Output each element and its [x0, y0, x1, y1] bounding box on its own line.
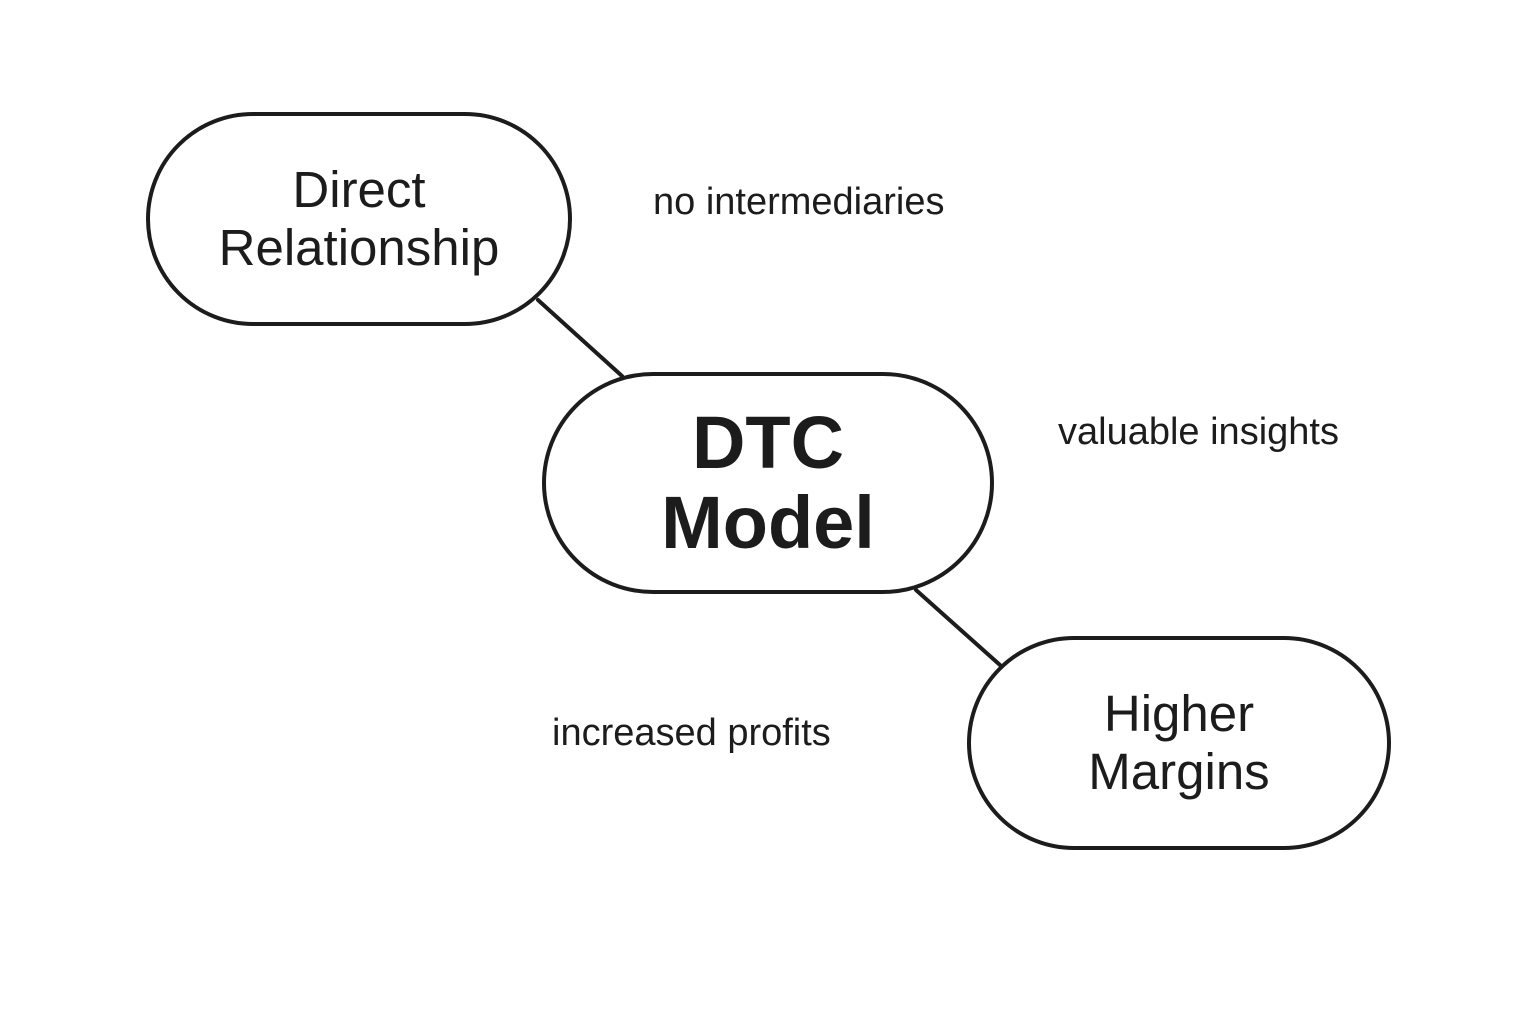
- annotation-increased-profits: increased profits: [552, 712, 831, 754]
- node-direct-relationship: Direct Relationship: [146, 112, 572, 326]
- connector-dtc-to-higher: [914, 588, 1002, 667]
- connector-direct-to-dtc: [536, 298, 624, 378]
- annotation-valuable-insights: valuable insights: [1058, 411, 1339, 453]
- node-dtc-model-label: DTC Model: [661, 401, 875, 564]
- node-direct-relationship-label: Direct Relationship: [218, 161, 500, 276]
- node-dtc-model: DTC Model: [542, 372, 994, 594]
- annotation-no-intermediaries: no intermediaries: [653, 181, 945, 223]
- node-higher-margins-label: Higher Margins: [1088, 685, 1270, 800]
- node-higher-margins: Higher Margins: [967, 636, 1391, 850]
